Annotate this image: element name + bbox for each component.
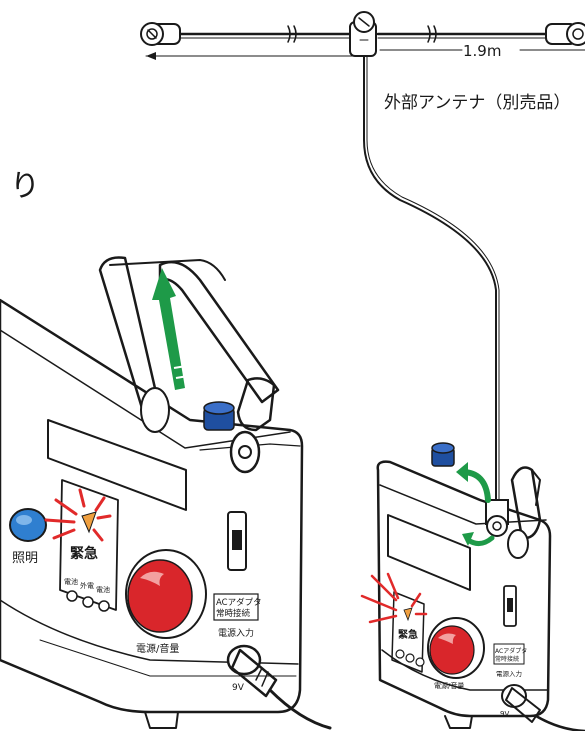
power-volume-label-left: 電源/音量 — [136, 642, 179, 655]
antenna-length-label: 1.9m — [463, 42, 501, 60]
external-antenna — [140, 11, 585, 501]
indicator-label-2: 外電 — [80, 581, 94, 590]
light-label: 照明 — [12, 551, 38, 566]
antenna-name-label: 外部アンテナ（別売品） — [384, 93, 570, 113]
ac-adapter-line2-left: 常時接続 — [216, 608, 251, 619]
ac-adapter-label-box-right — [493, 643, 525, 665]
carry-handle-left — [98, 256, 280, 474]
power-plug-left-icon — [226, 644, 332, 730]
ac-adapter-line1-left: ACアダプタ — [216, 597, 262, 608]
left-terminal-icon — [140, 22, 181, 46]
ac-adapter-line2-right: 常時接続 — [495, 655, 519, 663]
center-connector-icon — [349, 11, 377, 57]
power-volume-knob-left-icon — [125, 549, 207, 639]
antenna-jack-right-icon — [485, 499, 509, 537]
ac-adapter-label-box-left — [213, 593, 259, 621]
indicator-label-3: 電池 — [96, 585, 110, 594]
cropped-heading-fragment: り — [10, 169, 40, 204]
emergency-label-right: 緊急 — [398, 628, 418, 641]
alarm-lamp-icon — [44, 488, 112, 542]
indicator-label-1: 電池 — [64, 577, 78, 586]
voltage-label-right: 9V — [500, 710, 509, 718]
lift-handle-arrow-icon — [152, 268, 189, 390]
remove-cap-arrow-icon — [456, 462, 491, 503]
connect-antenna-arrow-icon — [462, 532, 495, 546]
emergency-label-left: 緊急 — [70, 545, 98, 562]
radio-device-left — [0, 298, 304, 729]
power-volume-knob-right-icon — [427, 617, 485, 679]
right-terminal-icon — [545, 22, 585, 46]
antenna-cap-left-icon — [203, 401, 235, 431]
light-button-icon — [9, 508, 47, 542]
radio-device-right — [376, 460, 552, 729]
power-input-label-left: 電源入力 — [218, 627, 254, 639]
carry-handle-right — [507, 466, 542, 559]
ac-adapter-line1-right: ACアダプタ — [495, 647, 527, 655]
power-volume-label-right: 電源/音量 — [434, 681, 464, 690]
power-plug-right-icon — [501, 684, 585, 731]
voltage-label-left: 9V — [232, 683, 245, 693]
emergency-panel-left — [44, 479, 119, 612]
antenna-cap-right-icon — [431, 442, 455, 467]
emergency-panel-right — [360, 572, 428, 673]
power-input-label-right: 電源入力 — [496, 669, 522, 678]
